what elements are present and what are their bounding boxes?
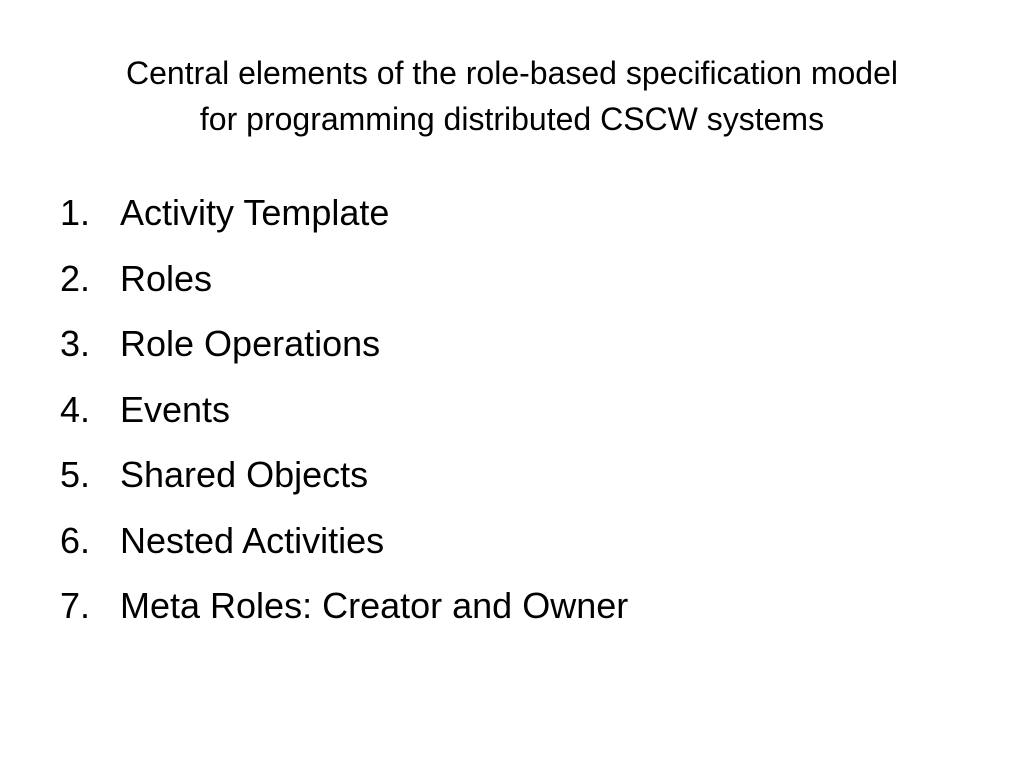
list-item-number: 2. <box>60 257 91 299</box>
list-item-label: Activity Template <box>120 192 390 233</box>
list-item: 1. Activity Template <box>60 188 628 254</box>
list-item-label: Role Operations <box>120 323 381 364</box>
list-item-number: 5. <box>60 454 91 495</box>
list-item-label: Roles <box>120 257 213 299</box>
list-item-number: 7. <box>60 585 91 626</box>
list-item-number: 1. <box>60 192 91 233</box>
list-item-label: Nested Activities <box>120 519 385 561</box>
element-list: 1. Activity Template 2. Roles 3. Role Op… <box>60 188 628 647</box>
list-item-number: 6. <box>60 519 91 561</box>
list-item: 4. Events <box>60 385 628 451</box>
list-item: 6. Nested Activities <box>60 516 628 582</box>
slide-title-line-1: Central elements of the role-based speci… <box>126 55 898 91</box>
slide-title-line-2: for programming distributed CSCW systems <box>199 101 825 137</box>
list-item: 5. Shared Objects <box>60 450 628 516</box>
list-item-number: 4. <box>60 388 91 430</box>
list-item-label: Meta Roles: Creator and Owner <box>120 585 629 626</box>
slide-title: Central elements of the role-based speci… <box>40 50 984 142</box>
list-item: 3. Role Operations <box>60 319 628 385</box>
list-item: 7. Meta Roles: Creator and Owner <box>60 581 628 647</box>
list-item-label: Shared Objects <box>120 454 369 495</box>
list-item: 2. Roles <box>60 254 628 320</box>
list-item-label: Events <box>120 388 231 430</box>
list-item-number: 3. <box>60 323 91 364</box>
